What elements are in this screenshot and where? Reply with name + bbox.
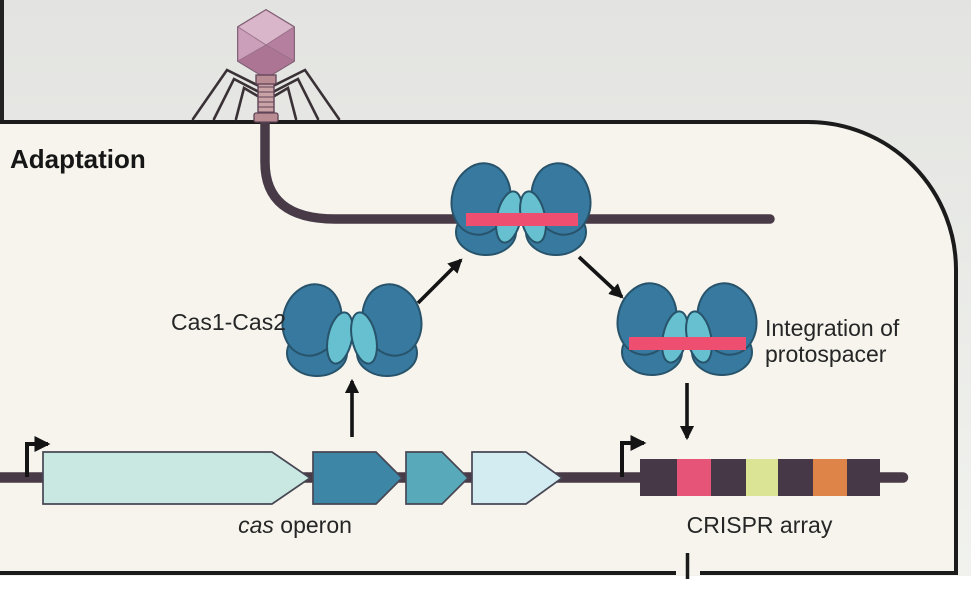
promoter-arrow-crispr-array (620, 435, 647, 477)
phage-leg (191, 68, 261, 121)
integration-label-line1: Integration of (765, 315, 900, 341)
cas-operon-genes (42, 451, 564, 505)
crispr-array-label: CRISPR array (686, 512, 833, 538)
bacteriophage-icon (191, 8, 341, 123)
cas-gene-4 (471, 451, 564, 505)
panel-title: Adaptation (10, 144, 146, 174)
integration-label: Integration of protospacer (765, 315, 955, 367)
crispr-array (640, 459, 880, 496)
integration-label-line2: protospacer (765, 341, 887, 367)
page-margin (0, 576, 971, 599)
phage-head (237, 8, 295, 85)
crispr-spacer-3 (813, 459, 847, 496)
phage-baseplate (253, 112, 279, 123)
phage-leg (269, 86, 298, 121)
arrow-to-capture-complex (416, 258, 463, 305)
integration-complex (609, 276, 765, 376)
crispr-spacer-1 (677, 459, 711, 496)
phage-leg (234, 86, 263, 121)
cas-gene-3 (405, 451, 470, 505)
phage-leg (271, 68, 341, 121)
phage-leg (212, 77, 261, 121)
cas-operon-label: cas operon (210, 512, 380, 538)
protospacer-segment (466, 213, 578, 226)
cas-gene-1 (42, 451, 312, 505)
cas1-cas2-capture-complex (443, 156, 599, 256)
cas-gene-2 (312, 451, 404, 505)
cas1-cas2-label: Cas1-Cas2 (170, 309, 286, 335)
promoter-arrow-cas-operon (25, 436, 51, 477)
phage-dna-strand (260, 107, 775, 224)
crispr-spacer-2 (746, 459, 778, 496)
protospacer-segment (629, 337, 746, 350)
cas-operon-label-rest: operon (273, 512, 352, 538)
arrow-to-integration-complex (577, 255, 624, 299)
phage-tail-stripes (258, 86, 274, 113)
cell-membrane (0, 120, 959, 575)
phage-leg (271, 77, 320, 121)
cas-operon-label-italic: cas (238, 512, 274, 538)
